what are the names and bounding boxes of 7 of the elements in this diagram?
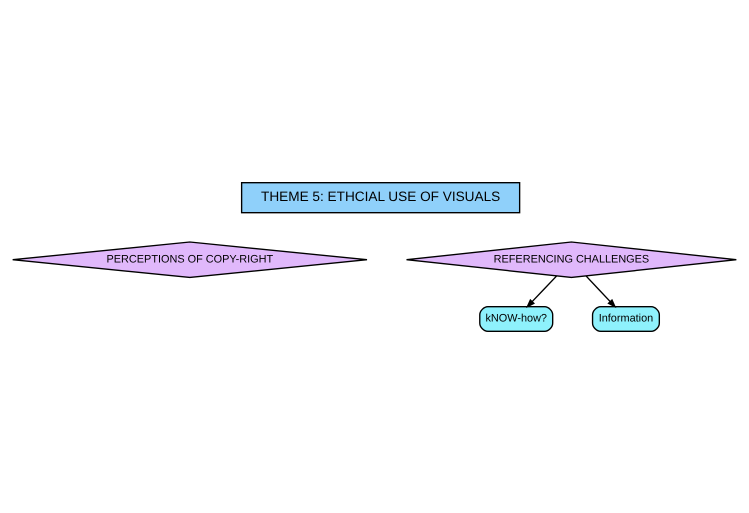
node-box: THEME 5: ETHCIAL USE OF VISUALS <box>240 182 520 213</box>
node-diamond: PERCEPTIONS OF COPY-RIGHT <box>12 240 368 278</box>
node-diamond: REFERENCING CHALLENGES <box>406 240 738 278</box>
arrow <box>586 274 616 308</box>
arrow <box>526 274 558 308</box>
node-box: kNOW-how? <box>479 306 554 332</box>
node-box: Information <box>592 306 660 332</box>
